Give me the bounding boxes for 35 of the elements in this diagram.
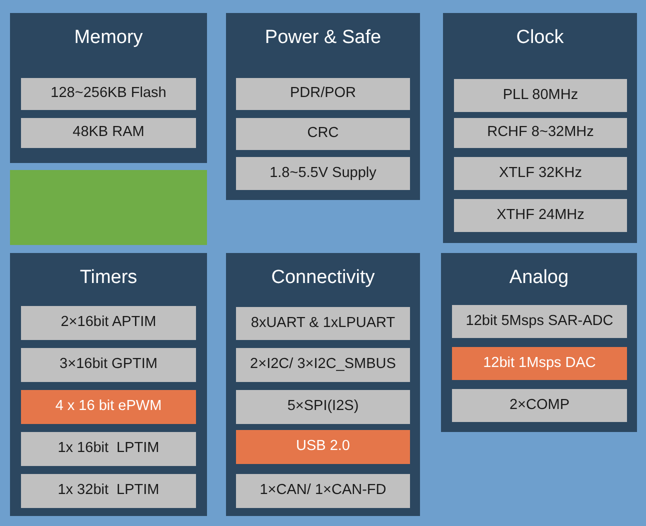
group-panel bbox=[441, 253, 637, 432]
highlighted-module-box: 4 x 16 bit ePWM bbox=[21, 390, 196, 424]
module-box: 1.8~5.5V Supply bbox=[236, 157, 410, 190]
module-box: 1×CAN/ 1×CAN-FD bbox=[236, 474, 410, 508]
panel-title: Clock bbox=[515, 26, 565, 50]
core-box bbox=[10, 170, 207, 245]
module-box: 8xUART & 1xLPUART bbox=[236, 307, 410, 340]
group-panel bbox=[10, 13, 207, 163]
group-panel bbox=[226, 13, 420, 200]
module-box: 128~256KB Flash bbox=[21, 78, 196, 110]
module-box: 3×16bit GPTIM bbox=[21, 348, 196, 382]
panel-title: Timers bbox=[78, 266, 138, 290]
module-box: 48KB RAM bbox=[21, 118, 196, 148]
module-box: RCHF 8~32MHz bbox=[454, 118, 627, 148]
group-panel bbox=[10, 253, 207, 516]
module-box: 1x 16bit LPTIM bbox=[21, 432, 196, 466]
module-box: CRC bbox=[236, 118, 410, 150]
module-box: PDR/POR bbox=[236, 78, 410, 110]
module-box: XTLF 32KHz bbox=[454, 157, 627, 190]
module-box: 2×I2C/ 3×I2C_SMBUS bbox=[236, 348, 410, 382]
group-panel bbox=[226, 253, 420, 516]
module-box: 2×COMP bbox=[452, 389, 627, 422]
highlighted-module-box: USB 2.0 bbox=[236, 430, 410, 464]
module-box: 1x 32bit LPTIM bbox=[21, 474, 196, 508]
highlighted-module-box: 12bit 1Msps DAC bbox=[452, 347, 627, 380]
module-box: 5×SPI(I2S) bbox=[236, 390, 410, 424]
module-box: PLL 80MHz bbox=[454, 79, 627, 112]
module-box: XTHF 24MHz bbox=[454, 199, 627, 232]
group-panel bbox=[443, 13, 637, 243]
panel-title: Power & Safe bbox=[264, 26, 382, 50]
module-box: 2×16bit APTIM bbox=[21, 306, 196, 340]
module-box: 12bit 5Msps SAR-ADC bbox=[452, 305, 627, 338]
panel-title: Connectivity bbox=[270, 266, 376, 290]
panel-title: Memory bbox=[73, 26, 144, 50]
panel-title: Analog bbox=[508, 266, 570, 290]
